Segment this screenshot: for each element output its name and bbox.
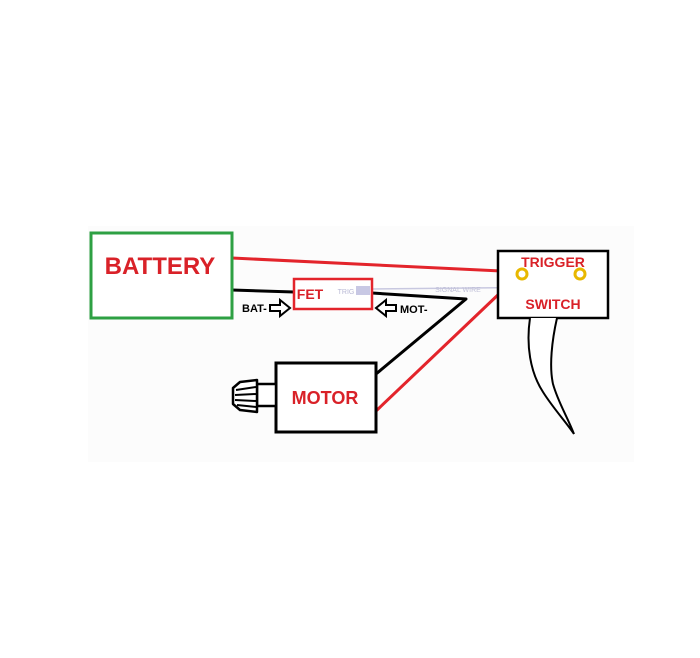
signal-wire-label: SIGNAL WIRE	[435, 287, 481, 294]
fet-trig-label: TRIG	[338, 289, 355, 296]
battery-box	[89, 231, 234, 320]
battery-positive-wire	[231, 256, 523, 274]
motor-label: MOTOR	[292, 388, 359, 408]
battery-negative-wire	[231, 288, 295, 294]
bat-negative-arrow-icon	[269, 297, 292, 319]
battery-label: BATTERY	[105, 253, 216, 280]
motor-negative-wire	[371, 291, 468, 376]
motor-shaft	[255, 382, 278, 408]
pinion-gear-icon	[231, 378, 259, 414]
fet-label: FET	[297, 286, 324, 302]
trigger-blade-icon	[527, 317, 575, 435]
mot-negative-arrow-icon	[374, 297, 397, 319]
trigger-switch-box	[496, 249, 610, 320]
trigger-switch-top-label: TRIGGER	[521, 254, 585, 270]
fet-trig-pad	[356, 286, 370, 295]
mot-negative-label: MOT-	[400, 304, 428, 316]
bat-negative-label: BAT-	[242, 303, 267, 315]
trigger-switch-bottom-label: SWITCH	[525, 296, 580, 312]
trigger-terminal-right-icon	[573, 267, 587, 281]
trigger-terminal-left-icon	[515, 267, 529, 281]
